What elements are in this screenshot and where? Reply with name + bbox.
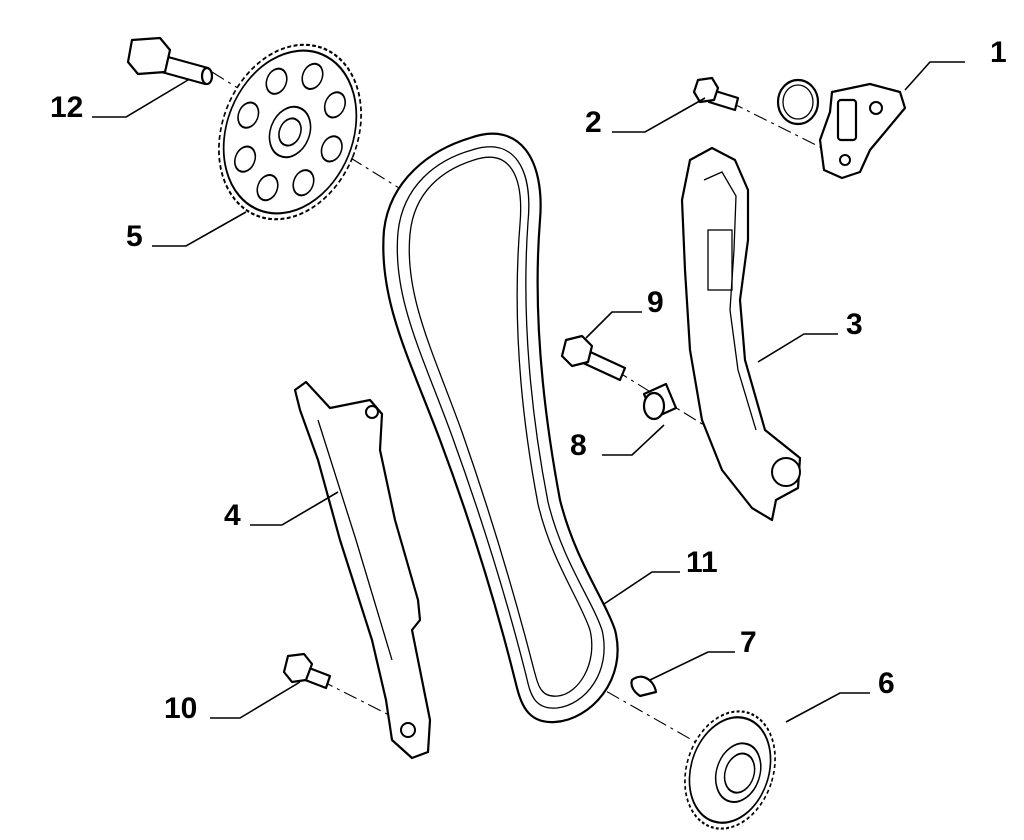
timing-chain [382, 132, 619, 724]
guide-bolt [560, 334, 627, 382]
rail-bolt [282, 652, 332, 690]
chain-tensioner [776, 78, 907, 180]
fixed-guide-rail [293, 380, 432, 760]
callout-2: 2 [585, 106, 602, 139]
spacer-bushing [642, 382, 678, 421]
callout-7: 7 [740, 626, 757, 659]
callout-12: 12 [50, 91, 83, 124]
tensioner-guide-rail [680, 146, 802, 522]
callout-8: 8 [570, 429, 587, 462]
callout-labels: 1 2 3 4 5 6 7 8 9 10 11 12 [50, 36, 1007, 725]
callout-1: 1 [990, 36, 1007, 69]
callout-6: 6 [878, 667, 895, 700]
callout-5: 5 [126, 220, 143, 253]
callout-9: 9 [647, 286, 664, 319]
woodruff-key [630, 675, 658, 698]
tensioner-bolt [692, 76, 740, 112]
callout-11: 11 [686, 546, 718, 579]
sprocket-bolt [126, 36, 214, 86]
callout-3: 3 [846, 308, 863, 341]
camshaft-sprocket [218, 43, 362, 221]
leader-lines [92, 61, 965, 723]
crankshaft-sprocket [684, 710, 776, 830]
callout-4: 4 [224, 499, 241, 532]
callout-10: 10 [164, 692, 197, 725]
